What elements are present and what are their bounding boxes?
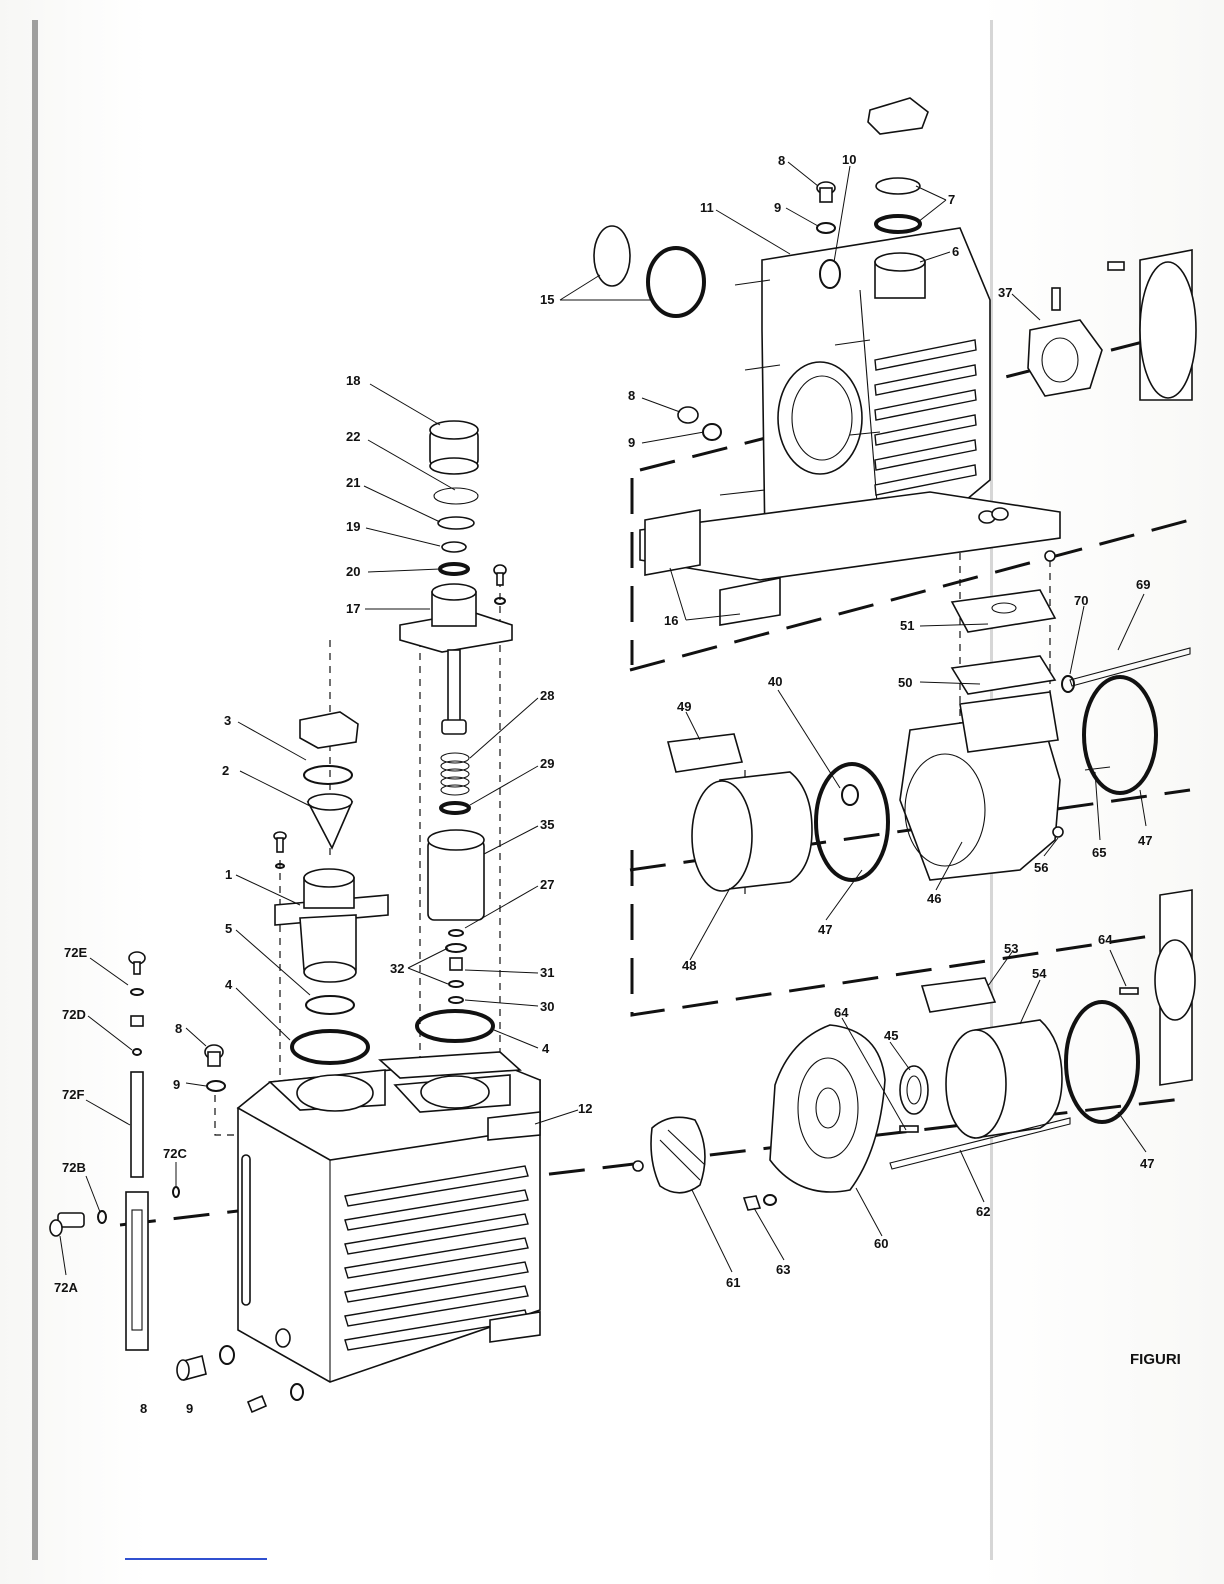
callout-2: 2: [222, 763, 229, 778]
callout-45: 45: [884, 1028, 898, 1043]
exhaust-valve-assembly: [400, 421, 512, 1003]
callout-47-stage1: 47: [818, 922, 832, 937]
callout-60: 60: [874, 1236, 888, 1251]
blue-scan-mark: [125, 1558, 267, 1560]
callout-9-housing: 9: [628, 435, 635, 450]
callout-8-housing: 8: [628, 388, 635, 403]
callout-4-right: 4: [542, 1041, 550, 1056]
callout-63: 63: [776, 1262, 790, 1277]
callout-28: 28: [540, 688, 554, 703]
callout-19: 19: [346, 519, 360, 534]
callout-16: 16: [664, 613, 678, 628]
callout-47-stage1-right: 47: [1138, 833, 1152, 848]
callout-11: 11: [700, 200, 714, 215]
callout-10: 10: [842, 152, 856, 167]
callout-48: 48: [682, 958, 696, 973]
callout-72D: 72D: [62, 1007, 86, 1022]
callout-9-top: 9: [774, 200, 781, 215]
fill-plug-left: [205, 1045, 225, 1091]
callout-35: 35: [540, 817, 554, 832]
callout-32: 32: [390, 961, 404, 976]
callout-30: 30: [540, 999, 554, 1014]
callout-72E: 72E: [64, 945, 87, 960]
callout-65: 65: [1092, 845, 1106, 860]
callout-8-casing: 8: [175, 1021, 182, 1036]
callout-64-right: 64: [1098, 932, 1113, 947]
callout-27: 27: [540, 877, 554, 892]
callout-31: 31: [540, 965, 554, 980]
callout-47-stage2: 47: [1140, 1156, 1154, 1171]
scan-left-edge: [32, 20, 38, 1560]
callout-46: 46: [927, 891, 941, 906]
callout-72F: 72F: [62, 1087, 84, 1102]
callout-21: 21: [346, 475, 360, 490]
callout-62: 62: [976, 1204, 990, 1219]
callout-9-casing: 9: [173, 1077, 180, 1092]
callout-49: 49: [677, 699, 691, 714]
callout-56: 56: [1034, 860, 1048, 875]
callout-17: 17: [346, 601, 360, 616]
callout-9-bottom: 9: [186, 1401, 193, 1416]
callout-4-left: 4: [225, 977, 233, 992]
callout-20: 20: [346, 564, 360, 579]
callout-8-top: 8: [778, 153, 785, 168]
callout-53: 53: [1004, 941, 1018, 956]
callout-51: 51: [900, 618, 914, 633]
callout-72A: 72A: [54, 1280, 78, 1295]
callout-29: 29: [540, 756, 554, 771]
callout-61: 61: [726, 1275, 740, 1290]
spring-28: [441, 753, 469, 795]
callout-72C: 72C: [163, 1146, 187, 1161]
callout-8-bottom: 8: [140, 1401, 147, 1416]
callout-70: 70: [1074, 593, 1088, 608]
callout-54: 54: [1032, 966, 1047, 981]
callout-6: 6: [952, 244, 959, 259]
callout-7: 7: [948, 192, 955, 207]
figure-caption: FIGURI: [1130, 1351, 1181, 1368]
callout-22: 22: [346, 429, 360, 444]
callout-69: 69: [1136, 577, 1150, 592]
callout-37: 37: [998, 285, 1012, 300]
callout-18: 18: [346, 373, 360, 388]
callout-1: 1: [225, 867, 232, 882]
callout-3: 3: [224, 713, 231, 728]
callout-12: 12: [578, 1101, 592, 1116]
callout-64-left: 64: [834, 1005, 849, 1020]
callout-50: 50: [898, 675, 912, 690]
callout-5: 5: [225, 921, 232, 936]
callout-72B: 72B: [62, 1160, 86, 1175]
callout-15: 15: [540, 292, 554, 307]
callout-40: 40: [768, 674, 782, 689]
oil-casing: [238, 1052, 540, 1382]
